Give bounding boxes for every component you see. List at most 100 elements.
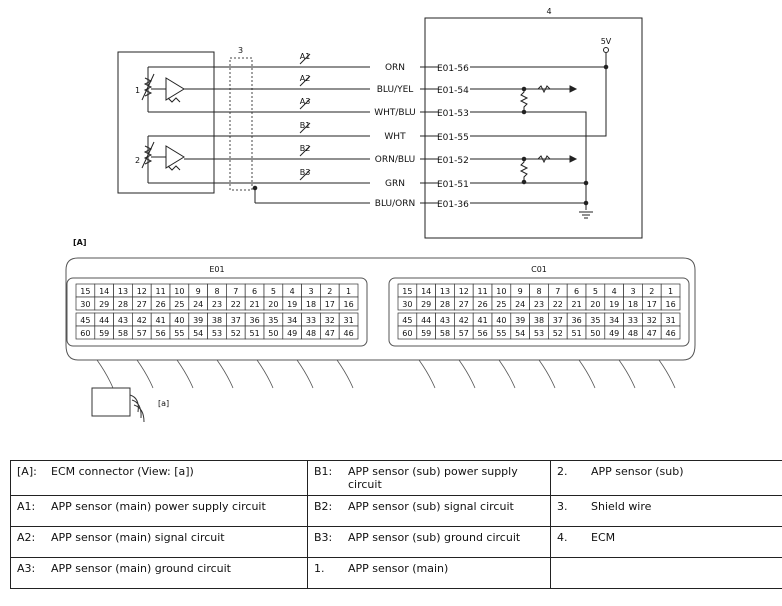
connector-e01-label: E01 — [209, 265, 224, 274]
pin-number-c01-30: 30 — [402, 300, 412, 309]
pin-number-e01-36: 36 — [250, 316, 260, 325]
legend-code: B3: — [314, 531, 333, 544]
signal-main-resistor — [537, 85, 551, 94]
pin-number-c01-48: 48 — [628, 329, 638, 338]
pin-number-e01-8: 8 — [214, 287, 219, 296]
pin-number-e01-50: 50 — [268, 329, 278, 338]
legend-description: ECM — [591, 531, 616, 544]
pin-number-c01-53: 53 — [534, 329, 544, 338]
pin-number-c01-37: 37 — [553, 316, 563, 325]
legend-description: APP sensor (main) power supply circuit — [51, 500, 266, 513]
ecm-5v-line — [470, 53, 607, 68]
pin-number-e01-55: 55 — [174, 329, 184, 338]
pin-number-c01-19: 19 — [609, 300, 619, 309]
wire-color-3: WHT — [384, 132, 406, 142]
pin-number-e01-35: 35 — [268, 316, 278, 325]
sensor-2-label: 2 — [135, 156, 140, 165]
sensor-2-wiper-arrow — [141, 141, 155, 169]
pin-number-e01-22: 22 — [231, 300, 241, 309]
cable-line-e01-5 — [296, 359, 314, 389]
legend-cell — [550, 557, 782, 589]
pin-number-e01-57: 57 — [137, 329, 147, 338]
legend-description: ECM connector (View: [a]) — [51, 465, 194, 478]
connector-c01-body — [388, 277, 690, 347]
pin-number-e01-44: 44 — [99, 316, 109, 325]
pin-number-e01-37: 37 — [231, 316, 241, 325]
pin-number-e01-7: 7 — [233, 287, 238, 296]
pin-number-c01-39: 39 — [515, 316, 525, 325]
cable-line-c01-0 — [418, 359, 436, 389]
pin-number-c01-12: 12 — [459, 287, 469, 296]
cable-line-e01-0 — [96, 359, 114, 389]
pin-number-c01-34: 34 — [609, 316, 619, 325]
pin-number-e01-29: 29 — [99, 300, 109, 309]
cable-line-e01-1 — [136, 359, 154, 389]
cable-line-c01-1 — [458, 359, 476, 389]
pin-number-c01-7: 7 — [555, 287, 560, 296]
cable-line-c01-3 — [538, 359, 556, 389]
pin-number-e01-28: 28 — [118, 300, 128, 309]
pin-number-c01-36: 36 — [572, 316, 582, 325]
sensor-1-label: 1 — [135, 86, 140, 95]
legend-code: 1. — [314, 562, 325, 575]
cable-line-c01-5 — [618, 359, 636, 389]
pin-number-e01-40: 40 — [174, 316, 184, 325]
pin-number-c01-32: 32 — [647, 316, 657, 325]
circuit-tick-2 — [299, 98, 311, 110]
cable-line-c01-6 — [658, 359, 676, 389]
pin-number-c01-9: 9 — [518, 287, 523, 296]
pin-number-c01-50: 50 — [590, 329, 600, 338]
pin-number-c01-16: 16 — [666, 300, 676, 309]
legend-description: APP sensor (main) signal circuit — [51, 531, 225, 544]
pin-number-c01-5: 5 — [593, 287, 598, 296]
pin-label-5: E01-51 — [437, 180, 469, 190]
pin-number-c01-56: 56 — [478, 329, 488, 338]
sensor-box — [117, 51, 215, 194]
pin-number-c01-4: 4 — [612, 287, 617, 296]
pin-number-c01-51: 51 — [572, 329, 582, 338]
pin-number-e01-56: 56 — [156, 329, 166, 338]
pin-label-6: E01-36 — [437, 200, 469, 210]
pin-number-e01-41: 41 — [156, 316, 166, 325]
legend-code: 3. — [557, 500, 568, 513]
legend-description: Shield wire — [591, 500, 652, 513]
circuit-tick-4 — [299, 145, 311, 157]
pin-number-e01-48: 48 — [306, 329, 316, 338]
pin-number-e01-21: 21 — [250, 300, 260, 309]
sensor-1-symbol — [141, 68, 185, 108]
pin-number-c01-10: 10 — [496, 287, 506, 296]
pin-label-0: E01-56 — [437, 64, 469, 74]
ecm-number: 4 — [546, 7, 551, 16]
cable-line-e01-4 — [256, 359, 274, 389]
pin-number-e01-11: 11 — [156, 287, 166, 296]
pin-number-e01-6: 6 — [252, 287, 257, 296]
pin-number-c01-41: 41 — [478, 316, 488, 325]
signal-sub-pulldown — [519, 159, 529, 182]
pin-number-c01-2: 2 — [649, 287, 654, 296]
pin-number-c01-18: 18 — [628, 300, 638, 309]
pin-number-e01-31: 31 — [344, 316, 354, 325]
cable-line-c01-4 — [578, 359, 596, 389]
wire-color-2: WHT/BLU — [374, 108, 416, 118]
pin-number-e01-46: 46 — [344, 329, 354, 338]
circuit-tick-3 — [299, 122, 311, 134]
pin-number-e01-42: 42 — [137, 316, 147, 325]
legend-code: A2: — [17, 531, 36, 544]
legend-table: [A]:ECM connector (View: [a])B1:APP sens… — [10, 460, 782, 589]
circuit-label-3: B1 — [300, 121, 311, 130]
pin-number-e01-1: 1 — [346, 287, 351, 296]
legend-cell: B1:APP sensor (sub) power supply circuit — [307, 460, 551, 496]
pin-cell-e01-46 — [338, 325, 359, 340]
pin-number-c01-55: 55 — [496, 329, 506, 338]
cable-line-e01-6 — [336, 359, 354, 389]
pin-number-e01-43: 43 — [118, 316, 128, 325]
legend-code: B2: — [314, 500, 333, 513]
circuit-tick-1 — [299, 75, 311, 87]
pin-number-c01-57: 57 — [459, 329, 469, 338]
pin-number-e01-16: 16 — [344, 300, 354, 309]
pin-number-c01-24: 24 — [515, 300, 525, 309]
legend-cell: A1:APP sensor (main) power supply circui… — [10, 495, 308, 527]
signal-main-arrow — [569, 85, 578, 93]
